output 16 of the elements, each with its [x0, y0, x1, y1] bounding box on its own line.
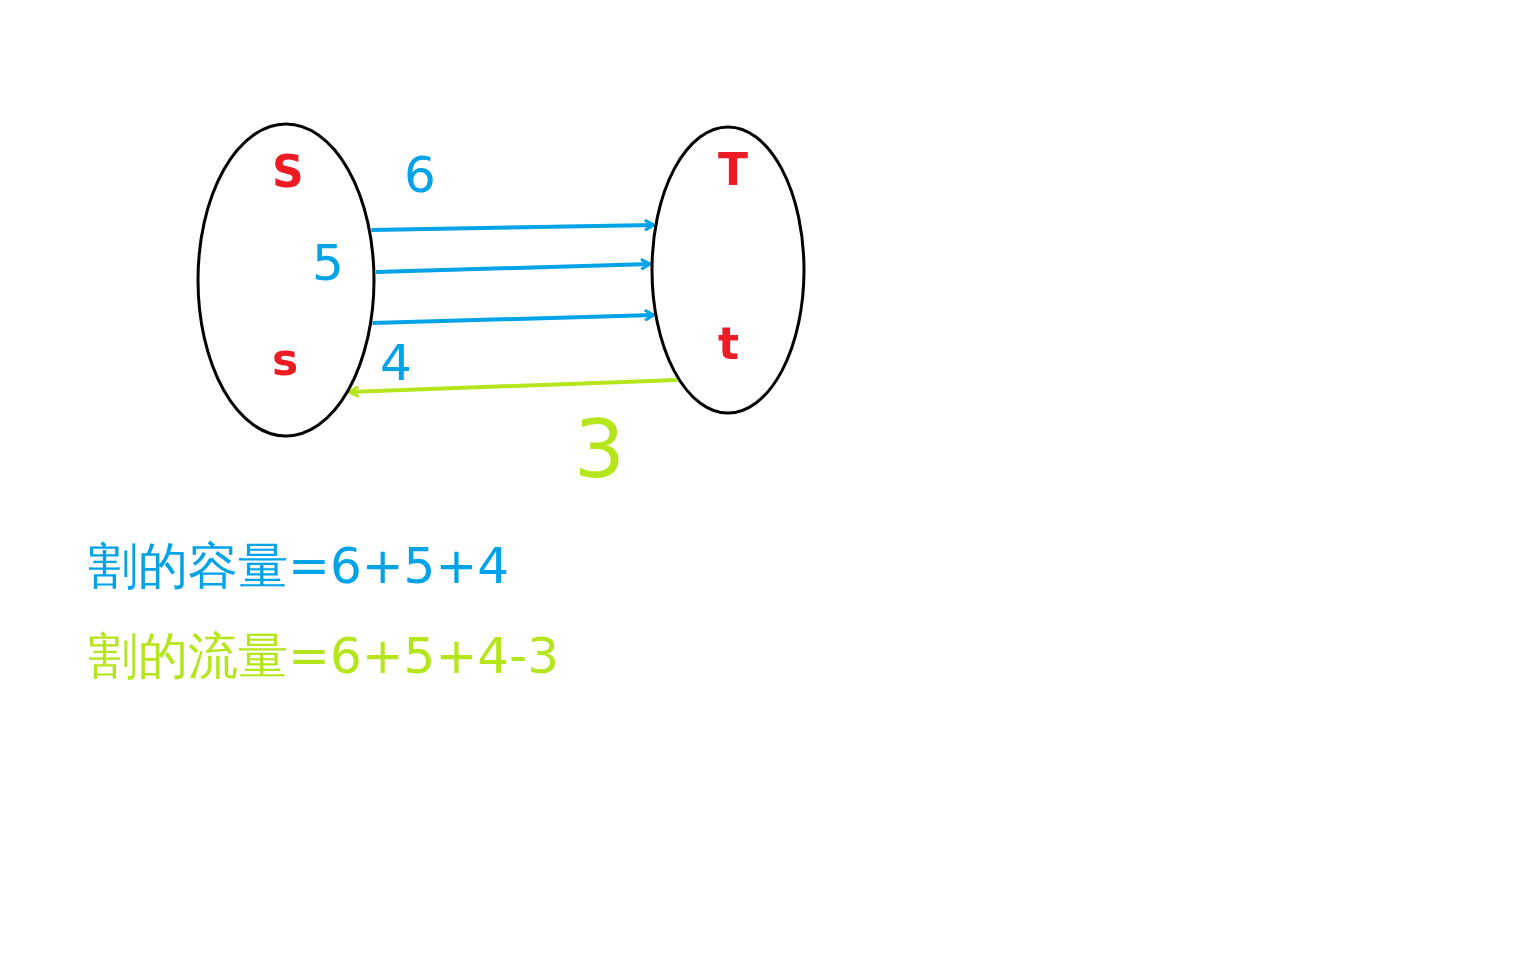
vertex-label: S [272, 150, 304, 194]
formula-text: 割的流量=6+5+4-3 [88, 626, 559, 686]
edge-label: 5 [312, 238, 344, 288]
edge-label: 6 [404, 150, 436, 200]
edge-label: 3 [574, 410, 625, 490]
vertex-label: t [718, 322, 740, 366]
vertex-label: s [272, 338, 299, 382]
formula-text: 割的容量=6+5+4 [88, 536, 510, 596]
arrow [371, 218, 656, 232]
vertex-label: T [718, 148, 748, 192]
arrow [372, 308, 656, 325]
set-ellipse [196, 122, 376, 438]
arrow [375, 257, 652, 274]
arrow [348, 378, 678, 399]
set-ellipse [650, 125, 806, 415]
edge-label: 4 [380, 338, 412, 388]
